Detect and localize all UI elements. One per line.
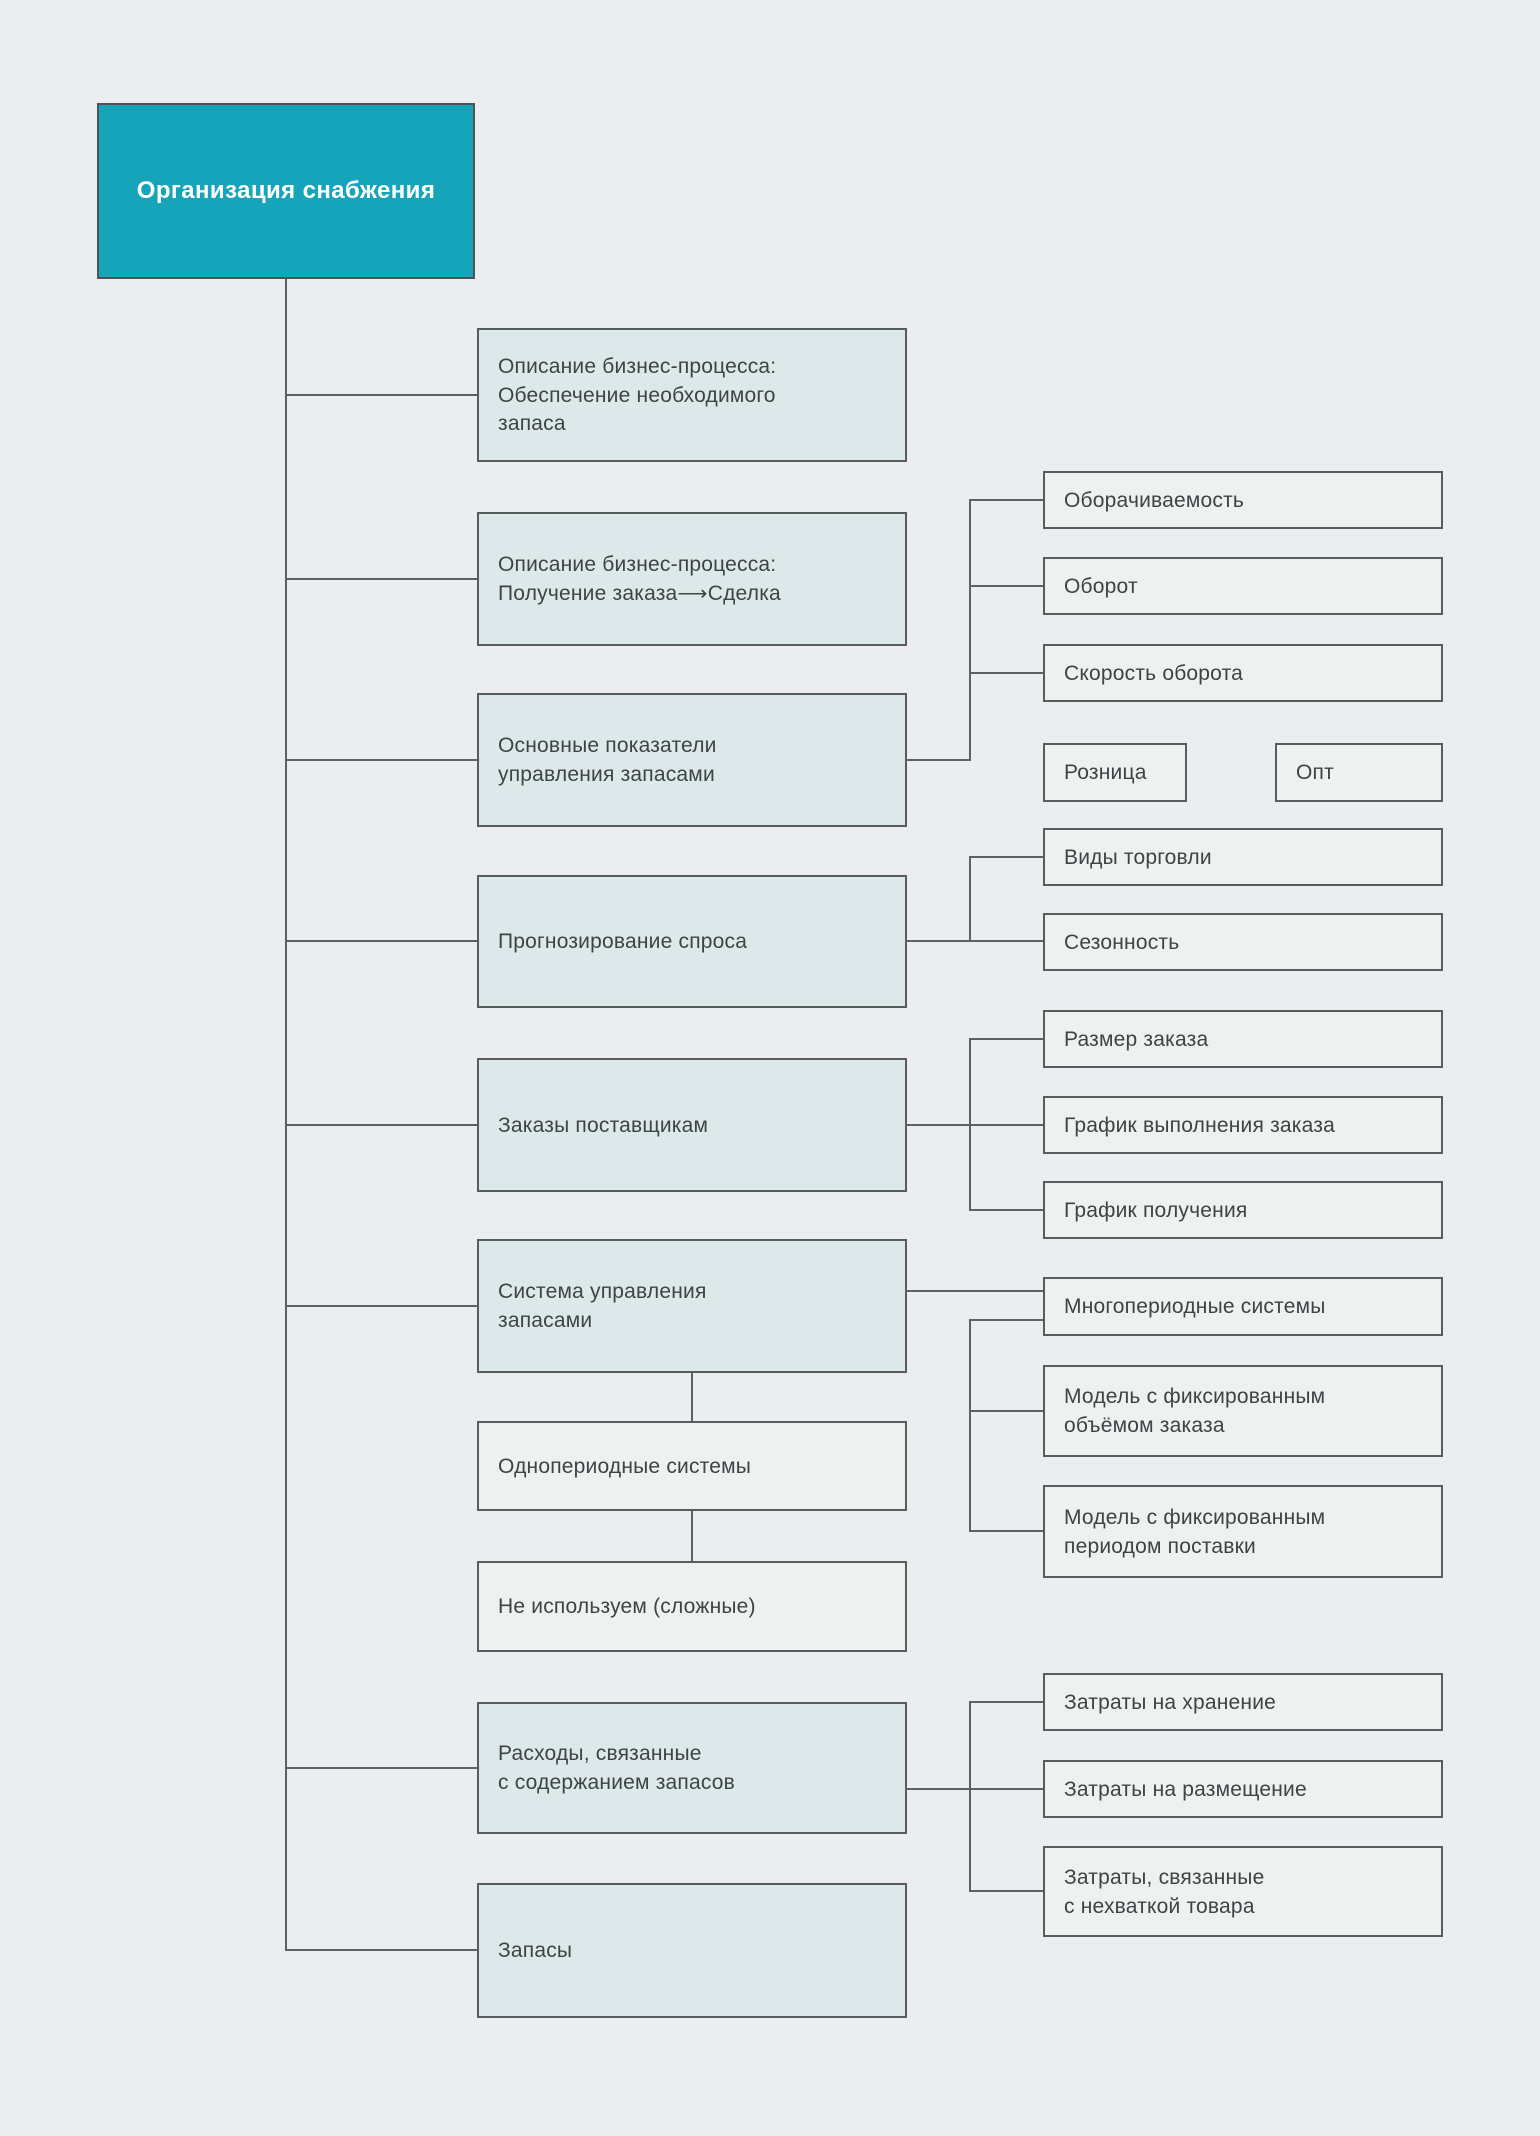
branch-indicators-main: [905, 759, 971, 761]
stub-ordersize: [969, 1038, 1043, 1040]
stub-fixedvolume: [969, 1410, 1043, 1412]
link-oneperiod-notuse: [691, 1511, 693, 1561]
node-turn-speed: Скорость оборота: [1043, 644, 1443, 702]
node-business-process-stock: Описание бизнес-процесса: Обеспечение не…: [477, 328, 907, 462]
stub-shortagecosts: [969, 1890, 1043, 1892]
stub-tradetypes: [969, 856, 1043, 858]
node-retail: Розница: [1043, 743, 1187, 802]
node-turnover: Оборачиваемость: [1043, 471, 1443, 529]
connector-orders: [286, 1124, 477, 1126]
stub-receiptschedule: [969, 1209, 1043, 1211]
branch-indicators-riser: [969, 499, 971, 761]
node-receipt-schedule: График получения: [1043, 1181, 1443, 1239]
node-supplier-orders: Заказы поставщикам: [477, 1058, 907, 1192]
branch-orders-riser: [969, 1038, 971, 1211]
node-not-used-complex: Не используем (сложные): [477, 1561, 907, 1652]
trunk-line: [285, 279, 287, 1951]
node-single-period-systems: Однопериодные системы: [477, 1421, 907, 1511]
connector-system: [286, 1305, 477, 1307]
branch-orders-main: [905, 1124, 1043, 1126]
node-trade-types: Виды торговли: [1043, 828, 1443, 886]
node-wholesale: Опт: [1275, 743, 1443, 802]
connector-indicators: [286, 759, 477, 761]
connector-stocks: [285, 1949, 477, 1951]
node-holding-expenses: Расходы, связанные с содержанием запасов: [477, 1702, 907, 1834]
connector-forecast: [286, 940, 477, 942]
node-stocks: Запасы: [477, 1883, 907, 2018]
stub-multiperiod: [969, 1319, 1043, 1321]
node-order-size: Размер заказа: [1043, 1010, 1443, 1068]
stub-fixedperiod: [969, 1530, 1043, 1532]
node-storage-costs: Затраты на хранение: [1043, 1673, 1443, 1731]
node-inventory-system: Система управления запасами: [477, 1239, 907, 1373]
node-shortage-costs: Затраты, связанные с нехваткой товара: [1043, 1846, 1443, 1937]
node-key-indicators: Основные показатели управления запасами: [477, 693, 907, 827]
node-demand-forecast: Прогнозирование спроса: [477, 875, 907, 1008]
node-fixed-volume-model: Модель с фиксированным объёмом заказа: [1043, 1365, 1443, 1457]
node-root: Организация снабжения: [97, 103, 475, 279]
node-fixed-period-model: Модель с фиксированным периодом поставки: [1043, 1485, 1443, 1578]
link-system-oneperiod: [691, 1373, 693, 1421]
node-multiperiod-systems: Многопериодные системы: [1043, 1277, 1443, 1336]
node-turn: Оборот: [1043, 557, 1443, 615]
branch-system-main: [905, 1290, 1043, 1292]
branch-expenses-main: [905, 1788, 1043, 1790]
stub-turnspeed: [969, 672, 1043, 674]
node-order-schedule: График выполнения заказа: [1043, 1096, 1443, 1154]
branch-forecast-riser: [969, 856, 971, 942]
connector-desc2: [286, 578, 477, 580]
stub-storagecosts: [969, 1701, 1043, 1703]
stub-turnover: [969, 499, 1043, 501]
node-placement-costs: Затраты на размещение: [1043, 1760, 1443, 1818]
branch-system-riser: [969, 1319, 971, 1532]
connector-expenses: [286, 1767, 477, 1769]
branch-forecast-main: [905, 940, 1043, 942]
connector-desc1: [286, 394, 477, 396]
node-business-process-order: Описание бизнес-процесса: Получение зака…: [477, 512, 907, 646]
branch-expenses-riser: [969, 1701, 971, 1892]
stub-turn: [969, 585, 1043, 587]
node-seasonality: Сезонность: [1043, 913, 1443, 971]
